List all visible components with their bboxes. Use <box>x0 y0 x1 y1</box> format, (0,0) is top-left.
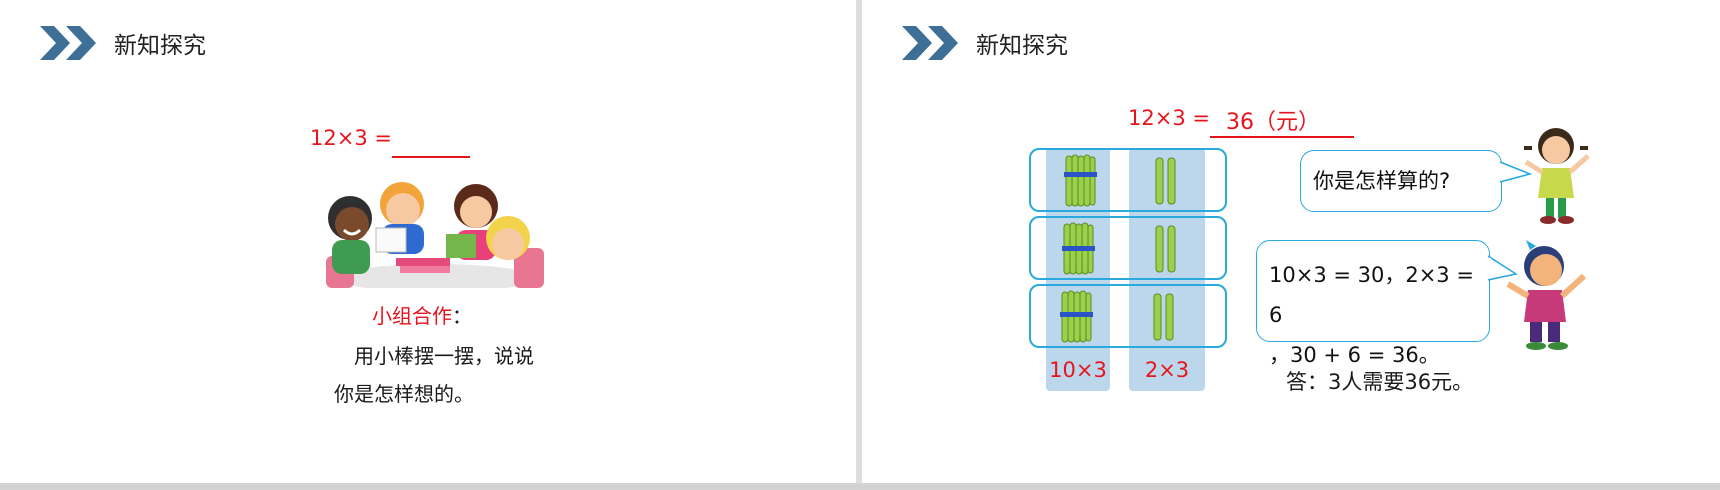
ten-stick-bundle-icon <box>1064 154 1097 207</box>
bottom-band <box>0 483 1720 490</box>
bubble-tail <box>1488 255 1518 281</box>
stick-row <box>1029 148 1227 212</box>
girl-character-illustration <box>1524 128 1590 224</box>
slide-left: 新知探究 12×3 = 小组合作： 用小棒摆一摆，说说 你是怎样想的。 <box>0 0 856 483</box>
header-title: 新知探究 <box>976 33 1068 59</box>
method-line-1: 10×3 = 30，2×3 = 6 <box>1269 263 1474 327</box>
header-title: 新知探究 <box>114 33 206 59</box>
task-line-2: 你是怎样想的。 <box>334 382 474 406</box>
single-stick-icon <box>1155 225 1176 273</box>
stick-row <box>1029 216 1227 280</box>
double-chevron-icon <box>902 26 958 60</box>
stick-row <box>1029 284 1227 348</box>
method-bubble: 10×3 = 30，2×3 = 6 ，30 + 6 = 36。 <box>1256 240 1490 367</box>
answer-sentence: 答：3人需要36元。 <box>1286 370 1474 394</box>
single-stick-icon <box>1155 157 1176 205</box>
question-bubble: 你是怎样算的? <box>1300 150 1502 212</box>
label-tens: 10×3 <box>1049 358 1107 382</box>
single-stick-icon <box>1153 293 1174 341</box>
answer-value: 36（元） <box>1226 110 1320 135</box>
children-studying-illustration <box>326 182 544 288</box>
method-line-2: ，30 + 6 = 36。 <box>1269 343 1440 367</box>
ten-stick-bundle-icon <box>1062 222 1095 275</box>
boy-character-illustration <box>1506 240 1587 350</box>
slide-divider <box>856 0 862 490</box>
slide-header: 新知探究 <box>902 26 1068 60</box>
ones-column <box>1129 148 1205 391</box>
equation: 12×3 = <box>1128 106 1210 130</box>
slide-header: 新知探究 <box>40 26 206 60</box>
answer-blank <box>392 156 470 158</box>
question-text: 你是怎样算的? <box>1313 169 1451 193</box>
equation: 12×3 = <box>310 126 392 150</box>
double-chevron-icon <box>40 26 96 60</box>
bubble-tail <box>1500 161 1532 183</box>
ten-stick-bundle-icon <box>1060 290 1093 343</box>
task-heading: 小组合作： <box>372 300 472 329</box>
label-ones: 2×3 <box>1144 358 1190 382</box>
task-colon: ： <box>452 304 472 328</box>
answer-underline <box>1210 136 1354 138</box>
task-line-1: 用小棒摆一摆，说说 <box>354 344 534 368</box>
task-label: 小组合作 <box>372 304 452 328</box>
